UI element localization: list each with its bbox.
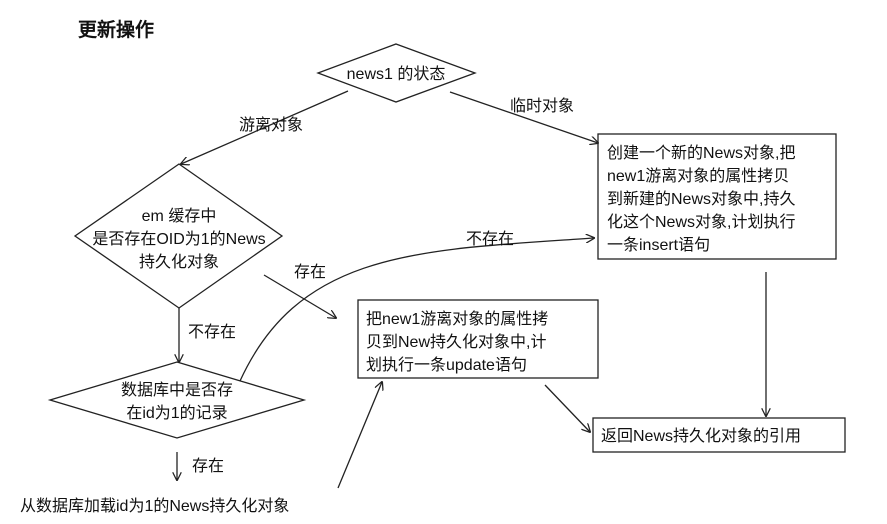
load-from-database-text: 从数据库加载id为1的News持久化对象 xyxy=(20,497,289,515)
box-return-reference xyxy=(592,417,846,453)
arrow-database-not-exists-to-create-new xyxy=(239,238,594,382)
box-create-new-news-line-4: 化这个News对象,计划执行 xyxy=(607,213,795,231)
arrow-state-to-create-new xyxy=(449,91,598,143)
box-create-new-news-line-1: 创建一个新的News对象,把 xyxy=(607,144,795,162)
arrow-copy-to-return xyxy=(544,384,590,432)
decision-em-cache-line-2: 是否存在OID为1的News xyxy=(92,230,265,248)
box-create-new-news-line-5: 一条insert语句 xyxy=(607,236,710,254)
box-copy-properties-line-1: 把new1游离对象的属性拷 xyxy=(366,310,548,328)
box-copy-properties-line-3: 划执行一条update语句 xyxy=(366,356,527,374)
edge-label-not-exists-em: 不存在 xyxy=(188,323,236,341)
box-create-new-news xyxy=(597,133,837,260)
decision-em-cache-line-1: em 缓存中 xyxy=(142,207,217,225)
decision-database-line-1: 数据库中是否存 xyxy=(121,381,233,399)
edge-label-detached: 游离对象 xyxy=(239,116,303,134)
edge-label-not-exists-db: 不存在 xyxy=(466,230,514,248)
arrow-em-cache-exists-to-copy xyxy=(263,274,336,318)
box-copy-properties xyxy=(357,299,599,379)
decision-em-cache-line-3: 持久化对象 xyxy=(139,253,219,271)
box-create-new-news-line-2: new1游离对象的属性拷贝 xyxy=(607,167,789,185)
box-return-reference-line-1: 返回News持久化对象的引用 xyxy=(601,427,801,445)
decision-database-line-2: 在id为1的记录 xyxy=(126,404,227,422)
arrow-state-to-em-cache xyxy=(181,90,349,164)
box-copy-properties-line-2: 贝到New持久化对象中,计 xyxy=(366,333,546,351)
decision-news1-state-label: news1 的状态 xyxy=(347,65,446,83)
decision-news1-state xyxy=(316,43,477,103)
box-create-new-news-line-3: 到新建的News对象中,持久 xyxy=(607,190,795,208)
decision-database xyxy=(47,361,307,439)
edge-label-exists-em: 存在 xyxy=(294,263,326,281)
diagram-title: 更新操作 xyxy=(78,18,154,41)
edge-label-exists-db: 存在 xyxy=(192,457,224,475)
arrow-load-to-copy xyxy=(337,382,382,489)
edge-label-transient: 临时对象 xyxy=(510,97,574,115)
